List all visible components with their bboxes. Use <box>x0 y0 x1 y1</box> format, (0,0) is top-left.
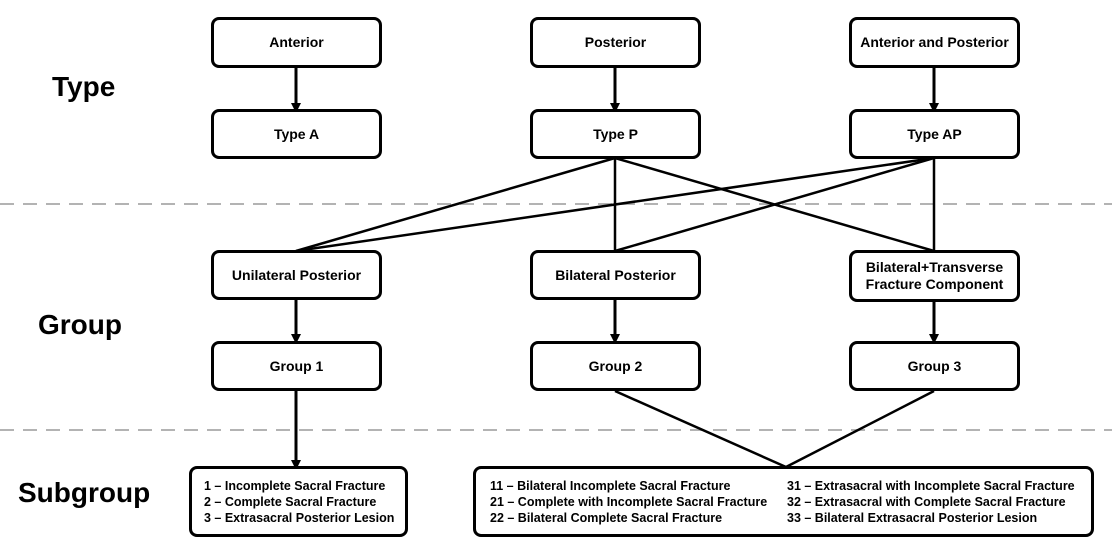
node-posterior: Posterior <box>530 17 701 68</box>
subgroup-column-group3: 31 – Extrasacral with Incomplete Sacral … <box>787 478 1075 526</box>
subgroup-item-3: 3 – Extrasacral Posterior Lesion <box>204 511 395 525</box>
subgroup-item-2: 2 – Complete Sacral Fracture <box>204 495 377 509</box>
node-bilateral-posterior: Bilateral Posterior <box>530 250 701 300</box>
node-anterior: Anterior <box>211 17 382 68</box>
subgroup-box-group1: 1 – Incomplete Sacral Fracture 2 – Compl… <box>189 466 408 537</box>
node-type-ap: Type AP <box>849 109 1020 159</box>
level-label-subgroup: Subgroup <box>18 477 151 508</box>
node-bilateral-transverse-line2: Fracture Component <box>865 276 1004 292</box>
node-group-2: Group 2 <box>530 341 701 391</box>
subgroup-item-22: 22 – Bilateral Complete Sacral Fracture <box>490 511 723 525</box>
node-anterior-and-posterior: Anterior and Posterior <box>849 17 1020 68</box>
node-group-1: Group 1 <box>211 341 382 391</box>
subgroup-column-group2: 11 – Bilateral Incomplete Sacral Fractur… <box>490 478 767 526</box>
subgroup-item-33: 33 – Bilateral Extrasacral Posterior Les… <box>787 511 1038 525</box>
subgroup-item-32: 32 – Extrasacral with Complete Sacral Fr… <box>787 495 1066 509</box>
node-type-a: Type A <box>211 109 382 159</box>
line-typep-unilateral <box>295 156 616 253</box>
subgroup-item-1: 1 – Incomplete Sacral Fracture <box>204 479 386 493</box>
subgroup-item-11: 11 – Bilateral Incomplete Sacral Fractur… <box>490 479 731 493</box>
node-bilateral-transverse-line1: Bilateral+Transverse <box>865 259 1004 275</box>
node-type-p: Type P <box>530 109 701 159</box>
subgroup-item-31: 31 – Extrasacral with Incomplete Sacral … <box>787 479 1075 493</box>
line-group2-subgroup <box>614 389 787 469</box>
level-label-type: Type <box>52 71 116 102</box>
subgroup-box-groups-2-3: 11 – Bilateral Incomplete Sacral Fractur… <box>473 466 1094 537</box>
node-unilateral-posterior: Unilateral Posterior <box>211 250 382 300</box>
subgroup-item-21: 21 – Complete with Incomplete Sacral Fra… <box>490 495 768 509</box>
level-label-group: Group <box>38 309 122 340</box>
line-typep-transverse <box>614 156 935 253</box>
line-group3-subgroup <box>785 389 935 469</box>
node-bilateral-transverse: Bilateral+Transverse Fracture Component <box>849 250 1020 302</box>
node-group-3: Group 3 <box>849 341 1020 391</box>
